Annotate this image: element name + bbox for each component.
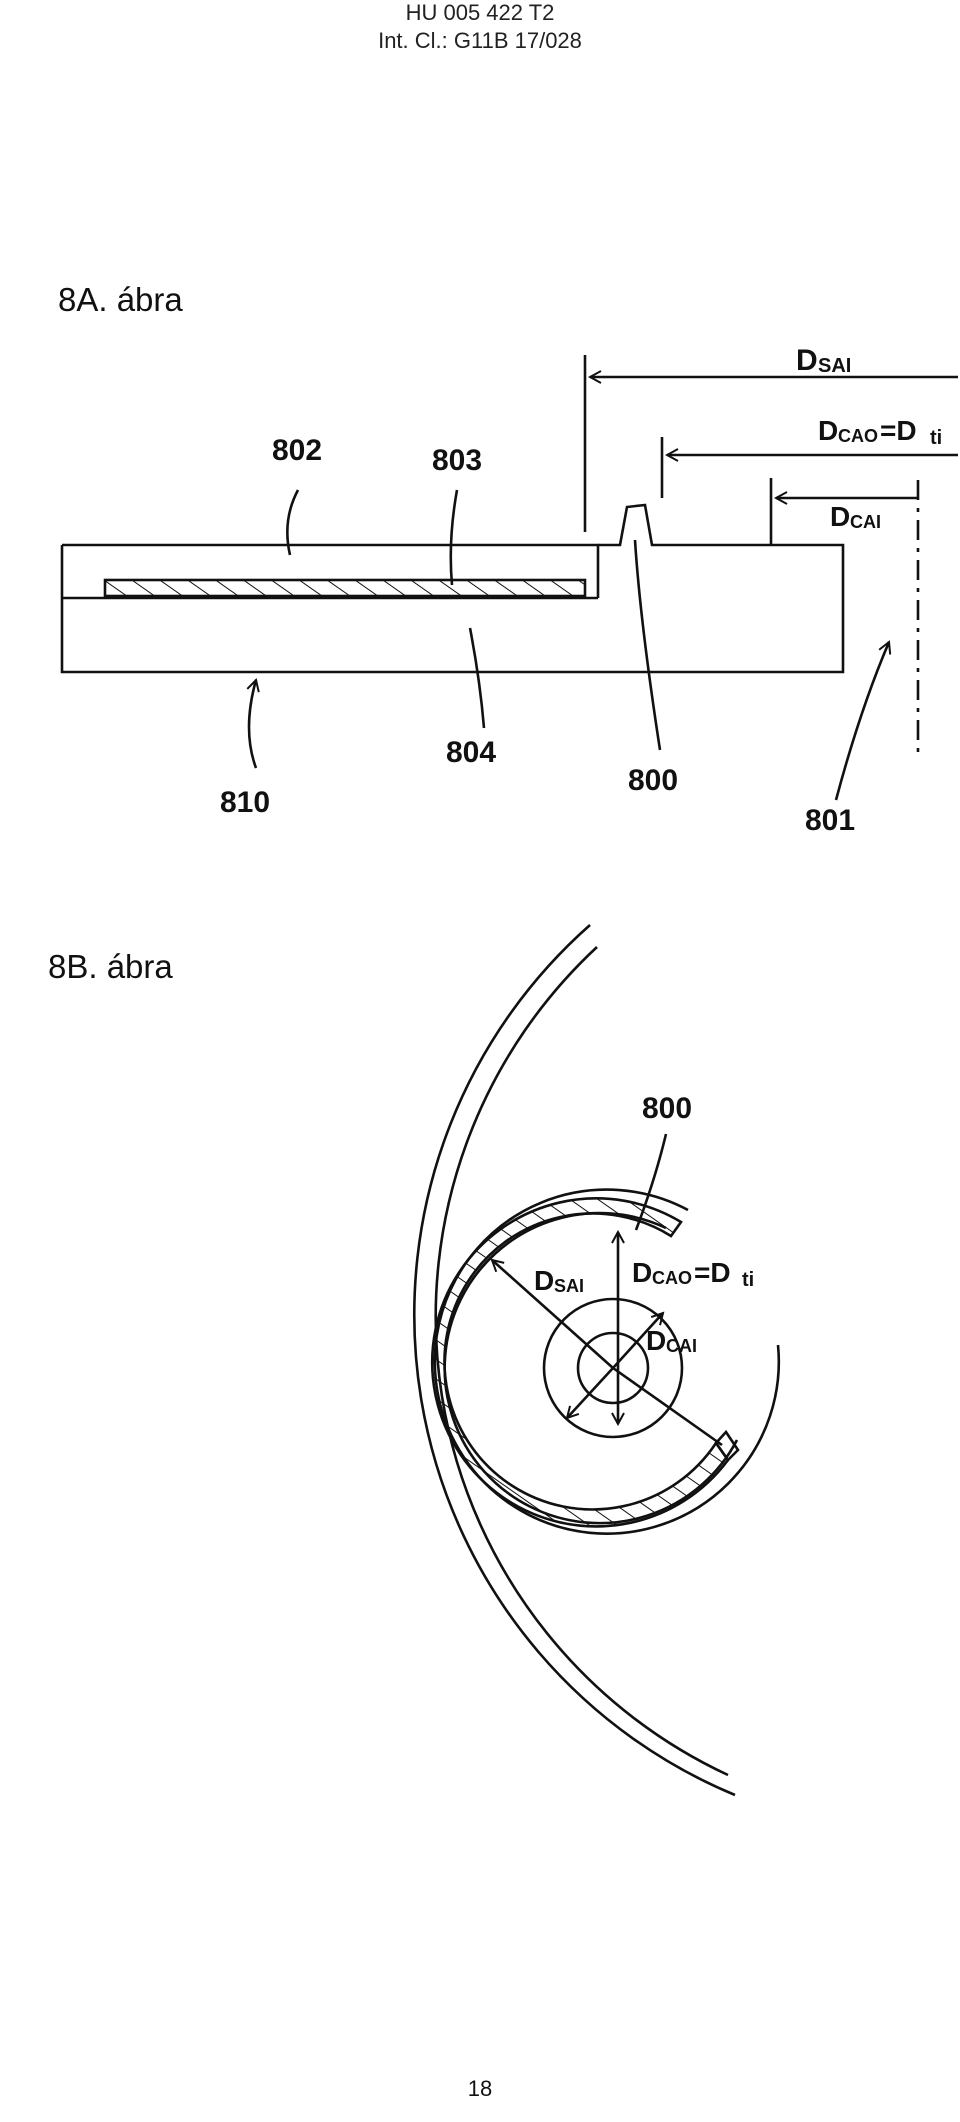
dim-dcao-letter-b: D [632, 1257, 652, 1288]
dim-dcao-eq: =D [880, 415, 917, 446]
arrow-dsai-b [612, 1366, 723, 1447]
dim-dcai-sub-b: CAI [666, 1336, 697, 1356]
ring-end-cap [714, 1429, 740, 1463]
dim-dsai-letter: D [796, 344, 818, 377]
protrusion-800 [598, 503, 670, 547]
label-800-b: 800 [642, 1092, 692, 1125]
figure-8a-labels: 802 803 804 810 800 801 D SAI D CAO =D t… [220, 344, 942, 837]
dim-dcao-ti: ti [930, 427, 942, 449]
leader-803 [449, 489, 459, 586]
figure-8a-drawing [60, 355, 958, 801]
dim-dcao-letter: D [818, 415, 838, 446]
leader-800 [633, 539, 662, 751]
clamp-area-circle [542, 1297, 684, 1439]
leader-801 [834, 642, 889, 801]
label-801: 801 [805, 804, 855, 837]
center-hole-circle [576, 1331, 650, 1405]
dim-dcao-ti-b: ti [742, 1269, 754, 1291]
figure-8b-title: 8B. ábra [48, 948, 173, 985]
arrow-dsai-a [492, 1260, 614, 1369]
dim-dcao-sub: CAO [838, 426, 878, 446]
outer-edge-arc-inner [434, 946, 729, 1777]
figure-8a-title: 8A. ábra [58, 281, 183, 318]
figure-8b-drawing [413, 924, 781, 1797]
header-patent-number: HU 005 422 T2 [405, 0, 555, 25]
dim-dcao-eq-b: =D [694, 1257, 731, 1288]
leader-804 [468, 627, 486, 729]
dim-dsai-sub-b: SAI [554, 1276, 584, 1296]
leader-810 [249, 680, 256, 769]
dim-dcai-letter-b: D [646, 1325, 666, 1356]
page-number: 18 [467, 2076, 493, 2101]
outer-edge-arc-outer [413, 924, 736, 1797]
arrow-dcai-b [567, 1367, 614, 1418]
disc-section-outline [60, 543, 845, 674]
dim-dcai-sub: CAI [850, 512, 881, 532]
label-800: 800 [628, 764, 678, 797]
dim-dcai-letter: D [830, 501, 850, 532]
header-classification: Int. Cl.: G11B 17/028 [378, 28, 582, 53]
label-810: 810 [220, 786, 270, 819]
dim-dcao-sub-b: CAO [652, 1268, 692, 1288]
label-802: 802 [272, 434, 322, 467]
dim-dsai-letter-b: D [534, 1265, 554, 1296]
label-803: 803 [432, 444, 482, 477]
figure-8b-labels: 800 D SAI D CAO =D ti D CAI [534, 1092, 754, 1356]
arrow-dcai-a [612, 1313, 663, 1369]
dim-dsai-sub: SAI [818, 355, 851, 377]
label-804: 804 [446, 736, 496, 769]
leader-802 [286, 489, 300, 556]
recording-layer-803 [103, 578, 587, 598]
leader-800-b [634, 1133, 668, 1231]
